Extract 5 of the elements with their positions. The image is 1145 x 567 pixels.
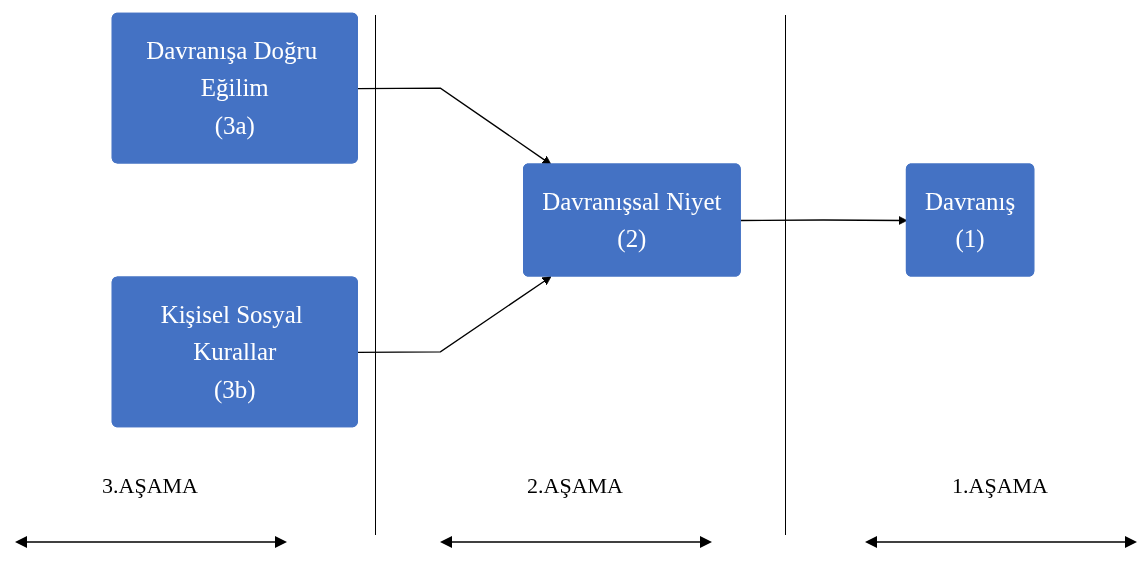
stage-label: 2.AŞAMA [527,473,623,499]
stage-label: 3.AŞAMA [102,473,198,499]
arrow [356,276,551,354]
arrow [356,87,551,165]
stage-label: 1.AŞAMA [952,473,1048,499]
